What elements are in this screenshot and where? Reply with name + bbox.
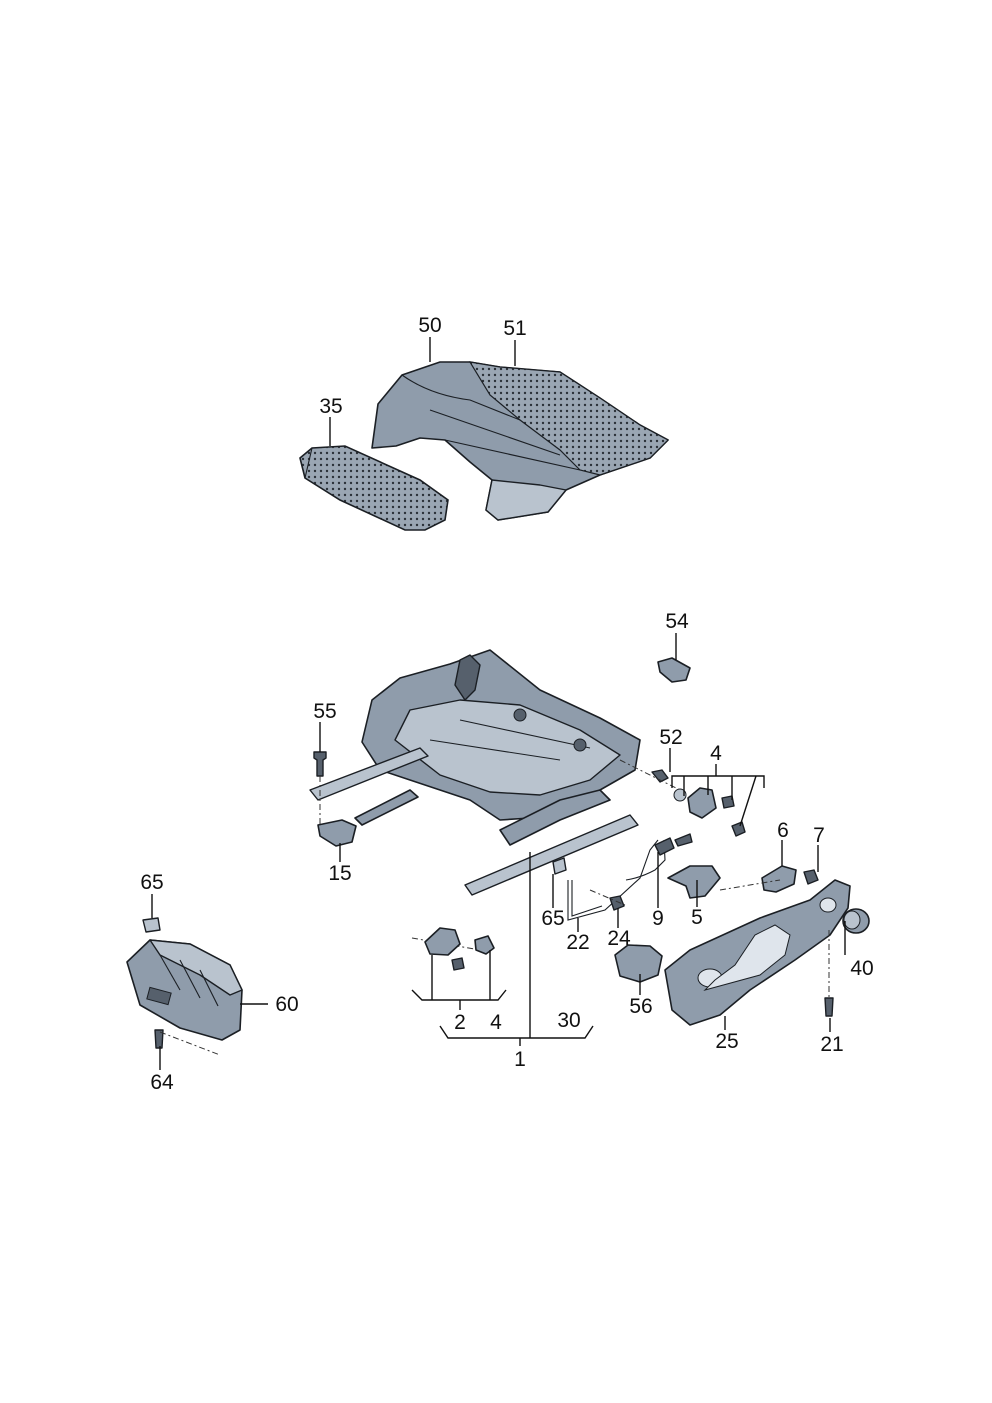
callout-40: 40 [850,957,873,980]
seat-rails-part [309,747,639,896]
callout-15: 15 [328,862,351,885]
screw-7-part [803,869,819,885]
callout-52: 52 [659,726,682,749]
callout-22: 22 [566,931,589,954]
knob-4-part [474,935,495,955]
callout-5: 5 [691,906,703,929]
bracket-6-part [719,865,797,893]
lever-5-part [667,833,721,899]
screw-24-part [589,889,626,911]
cable-22-part [567,839,659,921]
seat-frame-part [361,649,641,821]
callout-24: 24 [607,927,631,950]
bolt-55-part [313,751,327,830]
callout-2: 2 [454,1011,466,1034]
leader-lines [151,337,846,1070]
callout-64: 64 [150,1071,174,1094]
callout-65-left: 65 [140,871,163,894]
callout-56: 56 [629,995,652,1018]
callout-21: 21 [820,1033,843,1056]
screw-21-part [824,930,834,1017]
callout-30: 30 [557,1009,580,1032]
callout-51: 51 [503,317,526,340]
cap-40-part [842,908,870,934]
callout-65-center: 65 [541,907,564,930]
callout-50: 50 [418,314,441,337]
callout-55: 55 [313,700,336,723]
callout-9: 9 [652,907,664,930]
adjuster-2-part [411,927,481,990]
adjuster-4-part [673,787,746,837]
callout-4-right: 4 [710,742,722,765]
screw-52-part [619,759,681,791]
drawer-60-part [126,939,243,1041]
seat-cover-part [371,361,669,521]
front-cushion-pad-part [299,445,449,531]
screw-64-part [154,1029,221,1056]
callout-25: 25 [715,1030,738,1053]
clip-65-part [552,857,567,875]
side-trim-25-part [664,879,851,1026]
motor-56-part [614,944,663,983]
callout-54: 54 [665,610,689,633]
callout-35: 35 [319,395,342,418]
callout-labels: 50 51 35 54 55 52 4 6 7 15 65 60 64 65 2… [140,314,873,1094]
handle-15-part [317,819,357,847]
cable-9-part [625,837,675,881]
callout-7: 7 [813,824,825,847]
callout-6: 6 [777,819,789,842]
clip-65b-part [142,917,161,933]
callout-1: 1 [514,1048,526,1071]
clip-54-part [657,657,691,683]
callout-60: 60 [275,993,298,1016]
callout-4-center: 4 [490,1011,502,1034]
